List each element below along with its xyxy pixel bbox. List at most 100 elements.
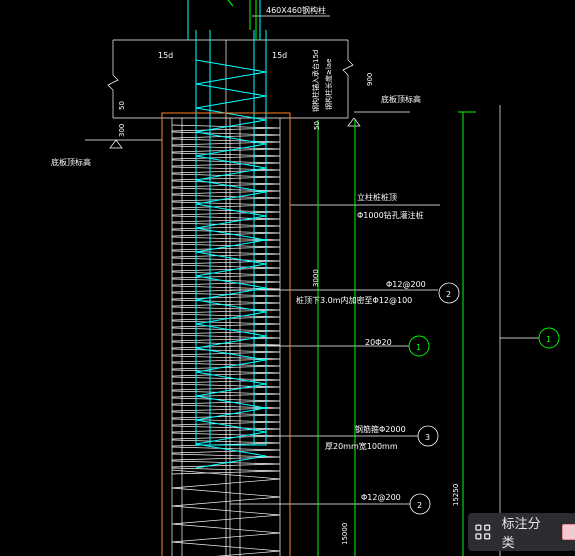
lattice-brace (195, 347, 267, 373)
callout-1a-text: 1 (416, 343, 421, 352)
stirrup (171, 138, 281, 146)
anchor-note-1: 钢构柱锚入承台15d (311, 50, 320, 112)
lattice-brace (195, 371, 267, 397)
stirrup (171, 173, 281, 181)
dim-50-left: 50 (118, 101, 126, 110)
level-marker-left (109, 139, 123, 149)
callout-1b-text: 1 (546, 335, 551, 344)
callout-3-text: 3 (425, 433, 430, 442)
stirrup (171, 215, 281, 223)
stirrup (171, 453, 281, 461)
stirrup (171, 222, 281, 230)
stirrup (171, 369, 281, 377)
lattice-brace (195, 131, 267, 157)
stirrup (171, 166, 281, 174)
stirrup (171, 264, 281, 272)
stirrup (171, 208, 281, 216)
callout-2b: 2 (409, 493, 431, 515)
break-mark-left (107, 40, 119, 118)
stirrup (171, 355, 281, 363)
lattice-brace (195, 107, 267, 133)
pile-top-label: 立柱桩桩顶 (357, 192, 397, 202)
steel-column-outline (195, 30, 267, 446)
lattice-brace (195, 179, 267, 205)
lattice-brace (195, 395, 267, 421)
lattice-brace (195, 419, 267, 445)
stirrup (171, 404, 281, 412)
stirrup (171, 236, 281, 244)
stirrup-sparse (171, 523, 281, 543)
lattice-brace (195, 155, 267, 181)
stirrup-top-label: Φ12@200 (386, 280, 426, 289)
stirrup (171, 397, 281, 405)
stirrup (171, 425, 281, 433)
lattice-brace (195, 443, 267, 469)
pile-outline (161, 112, 291, 556)
column-section-label: 460X460钢构柱 (266, 5, 326, 15)
stirrup (171, 306, 281, 314)
callout-2a-text: 2 (446, 290, 451, 299)
stirrup-sparse (171, 505, 281, 525)
dim-15250: 15250 (452, 484, 460, 506)
stirrup (171, 418, 281, 426)
main-bars-label: 20Φ20 (365, 338, 392, 347)
dim-900: 900 (366, 73, 374, 86)
cyan-steel-column (187, 0, 267, 469)
stirrup (171, 411, 281, 419)
lattice-brace (195, 251, 267, 277)
stirrup (171, 446, 281, 454)
stirrup (171, 250, 281, 258)
annotation-category-panel[interactable]: 标注分类 (468, 513, 575, 551)
lattice-brace (195, 227, 267, 253)
dim-50-right: 50 (313, 121, 321, 130)
stirrup (171, 229, 281, 237)
stirrup-dense-label: 桩顶下3.0m内加密至Φ12@100 (296, 295, 412, 305)
stirrup (171, 299, 281, 307)
stirrup-sparse (171, 541, 281, 556)
stirrup (171, 341, 281, 349)
cap-top-label-right: 底板顶标高 (381, 94, 421, 104)
grid-apps-icon (475, 524, 491, 540)
stirrup (171, 334, 281, 342)
stirrup (171, 257, 281, 265)
callout-2b-text: 2 (417, 501, 422, 510)
level-marker-right (347, 117, 361, 127)
stirrup (171, 201, 281, 209)
lattice-brace (195, 299, 267, 325)
green-mark (227, 0, 234, 7)
callout-2a: 2 (438, 282, 460, 304)
stirrup (171, 159, 281, 167)
anchor-length-left: 15d (158, 51, 173, 60)
stirrup (171, 362, 281, 370)
lattice-brace (195, 323, 267, 349)
stirrup (171, 285, 281, 293)
white-linework (85, 15, 539, 556)
stirrup (171, 313, 281, 321)
green-linework (227, 0, 476, 556)
pile-type-label: Φ1000钻孔灌注桩 (357, 210, 424, 220)
anchor-length-right: 15d (272, 51, 287, 60)
stirrup (171, 278, 281, 286)
stirrup (171, 376, 281, 384)
annotation-color-swatch[interactable] (562, 524, 575, 540)
lattice-brace (195, 83, 267, 109)
stirrup (171, 187, 281, 195)
stirrup (171, 271, 281, 279)
callout-3: 3 (417, 425, 439, 447)
stirrup (171, 243, 281, 251)
callout-1b: 1 (538, 327, 560, 349)
stirrup (171, 145, 281, 153)
lattice-brace (195, 203, 267, 229)
dim-300: 300 (118, 124, 126, 137)
orange-pile-outline (161, 112, 291, 556)
lattice-brace (195, 275, 267, 301)
ring-rib-label-1: 钢筋箍Φ2000 (355, 424, 406, 434)
stirrup (171, 327, 281, 335)
callout-1a: 1 (408, 335, 430, 357)
annotation-category-label: 标注分类 (501, 517, 541, 551)
stirrup (171, 383, 281, 391)
stirrup (171, 131, 281, 139)
cap-top-label-left: 底板顶标高 (51, 157, 91, 167)
